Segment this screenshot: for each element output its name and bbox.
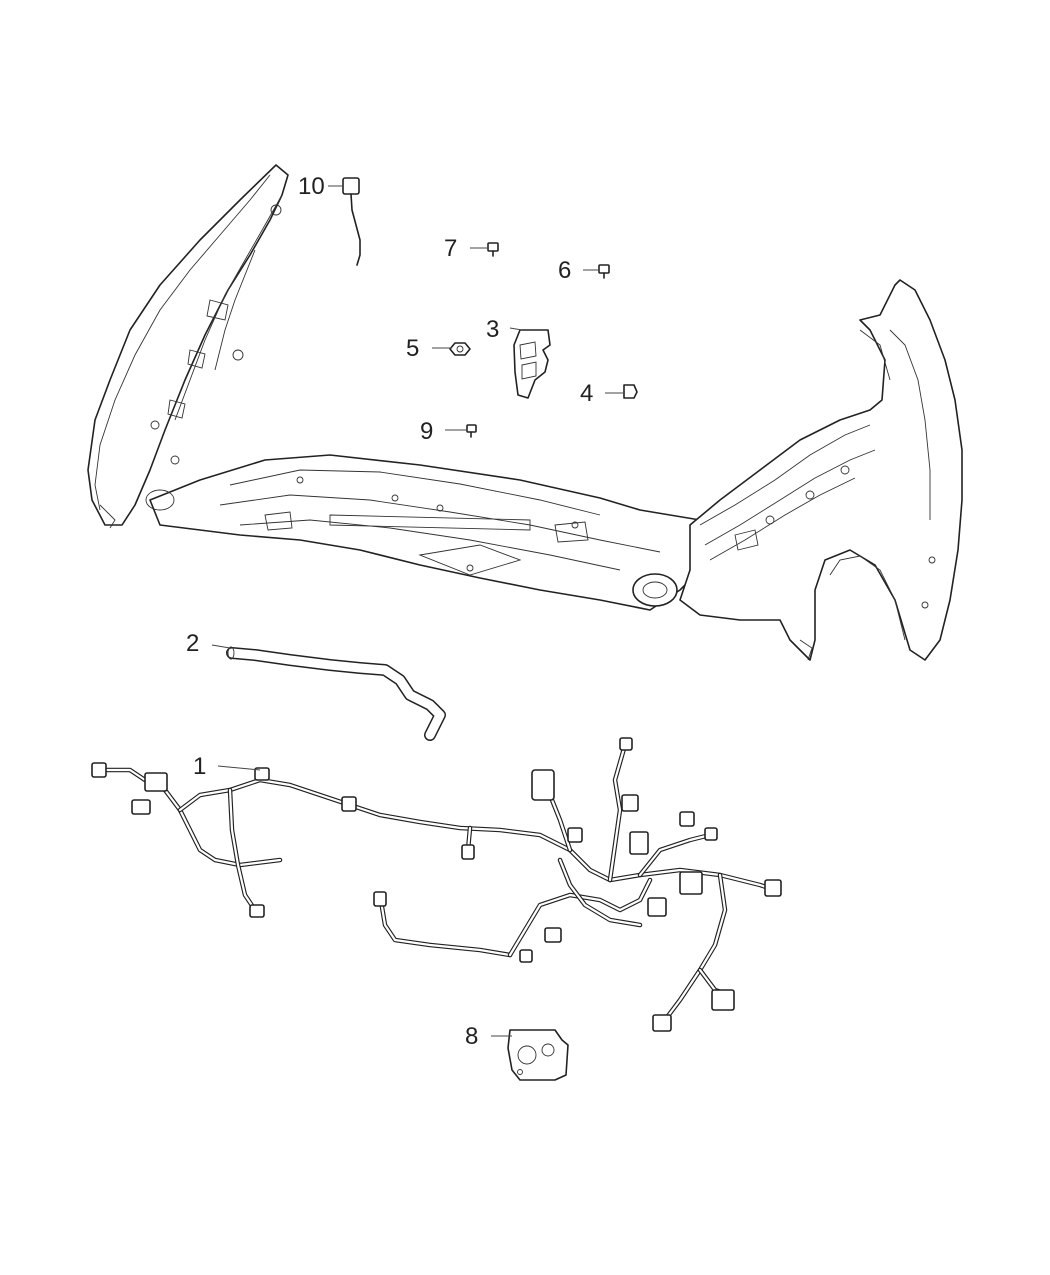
callout-4: 4 [580,380,593,407]
callout-9: 9 [420,418,433,445]
part-10-pigtail-connector [342,177,361,266]
part-3-bracket [513,329,551,399]
part-5-nut [449,342,471,356]
callout-2: 2 [186,630,199,657]
callout-3: 3 [486,316,499,343]
callout-6: 6 [558,257,571,284]
part-4-clip [623,384,638,399]
callout-10: 10 [298,173,325,200]
part-7-bolt [487,242,499,257]
part-9-screw [466,424,477,438]
callout-labels: 1 2 3 4 5 6 7 8 9 10 [186,173,593,1050]
part-6-bolt [598,264,610,279]
callout-1: 1 [193,753,206,780]
callout-7: 7 [444,235,457,262]
leader-lines [211,185,624,1037]
callout-5: 5 [406,335,419,362]
front-fascia-assembly [87,164,963,661]
part-8-bracket-plate [507,1029,569,1081]
part-2-tube [226,646,446,741]
part-1-wiring-harness [91,737,782,1032]
callout-8: 8 [465,1023,478,1050]
